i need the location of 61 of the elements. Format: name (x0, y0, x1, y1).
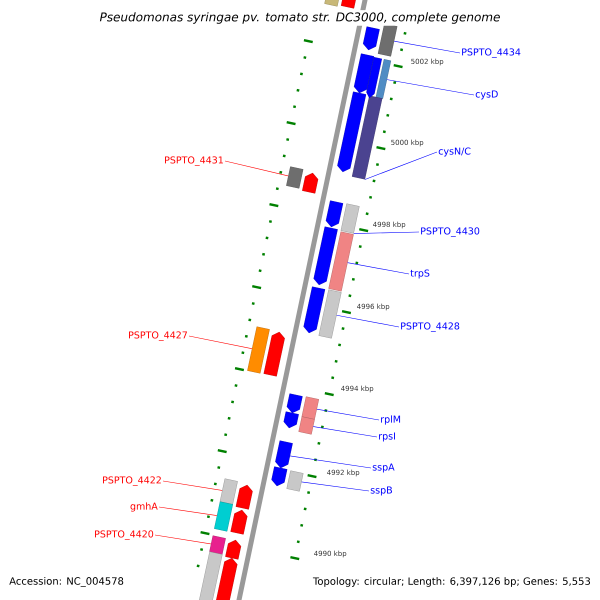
gene-block (214, 501, 233, 532)
leader-line (336, 314, 400, 328)
summary-text: Topology: circular; Length: 6,397,126 bp; Genes: 5,553 (312, 576, 592, 588)
gene-block (220, 478, 238, 505)
gene-block (298, 416, 315, 435)
gene-label: PSPTO_4420 (95, 530, 154, 540)
title: Pseudomonas syringae pv. tomato str. DC3000, complete genome (98, 10, 502, 26)
gene-symbol (225, 540, 242, 560)
gene-symbol (284, 411, 299, 428)
gene-symbol (354, 53, 374, 94)
gene-symbol (340, 0, 357, 9)
gene-block (196, 552, 223, 600)
gene-block (209, 535, 226, 555)
gene-label: cysN/C (438, 147, 470, 156)
leader-line (312, 426, 378, 438)
leader-line (316, 408, 380, 420)
gene-label: rpsI (379, 432, 395, 442)
gene-symbol (264, 332, 285, 376)
gene-block (352, 96, 382, 180)
gene-symbol (286, 393, 303, 414)
gene-symbol (230, 510, 248, 535)
leader-line (394, 40, 460, 54)
gene-block (328, 232, 354, 292)
gene-symbol (326, 200, 344, 228)
gene-symbol (366, 57, 382, 98)
gene-symbol (362, 26, 380, 50)
gene-symbol (302, 172, 318, 194)
accession-text: Accession: NC_004578 (8, 576, 125, 588)
gene-symbol (303, 286, 326, 334)
gene-symbol (337, 92, 366, 172)
gene-label: PSPTO_4431 (165, 156, 223, 166)
gene-block (247, 326, 270, 374)
leader-line (347, 262, 410, 274)
leader-line (162, 480, 222, 491)
gene-label: PSPTO_4422 (103, 476, 161, 486)
gene-label: PSPTO_4434 (462, 48, 520, 58)
leader-line (386, 79, 474, 96)
gene-label: rplM (381, 415, 400, 425)
leader-line (224, 160, 289, 176)
gene-block (378, 23, 398, 57)
gene-label: gmhA (130, 502, 158, 512)
gene-block (340, 203, 360, 234)
gene-block (324, 0, 341, 7)
gene-label: PSPTO_4428 (401, 322, 460, 332)
gene-block (318, 290, 342, 338)
gene-label: sspB (370, 486, 392, 496)
gene-block (286, 166, 304, 189)
gene-label: trpS (410, 269, 430, 278)
gene-label: PSPTO_4427 (129, 331, 187, 341)
leader-line (301, 482, 370, 492)
gene-symbol (271, 466, 288, 486)
gene-label: PSPTO_4430 (421, 227, 480, 237)
leader-line (290, 456, 372, 468)
gene-label: cysD (476, 90, 498, 100)
gene-block (376, 59, 392, 99)
gene-symbol (275, 440, 293, 468)
leader-line (158, 506, 218, 516)
gene-block (302, 396, 320, 420)
gene-block (286, 470, 304, 492)
gene-symbol (236, 484, 253, 510)
gene-label: sspA (372, 464, 395, 472)
